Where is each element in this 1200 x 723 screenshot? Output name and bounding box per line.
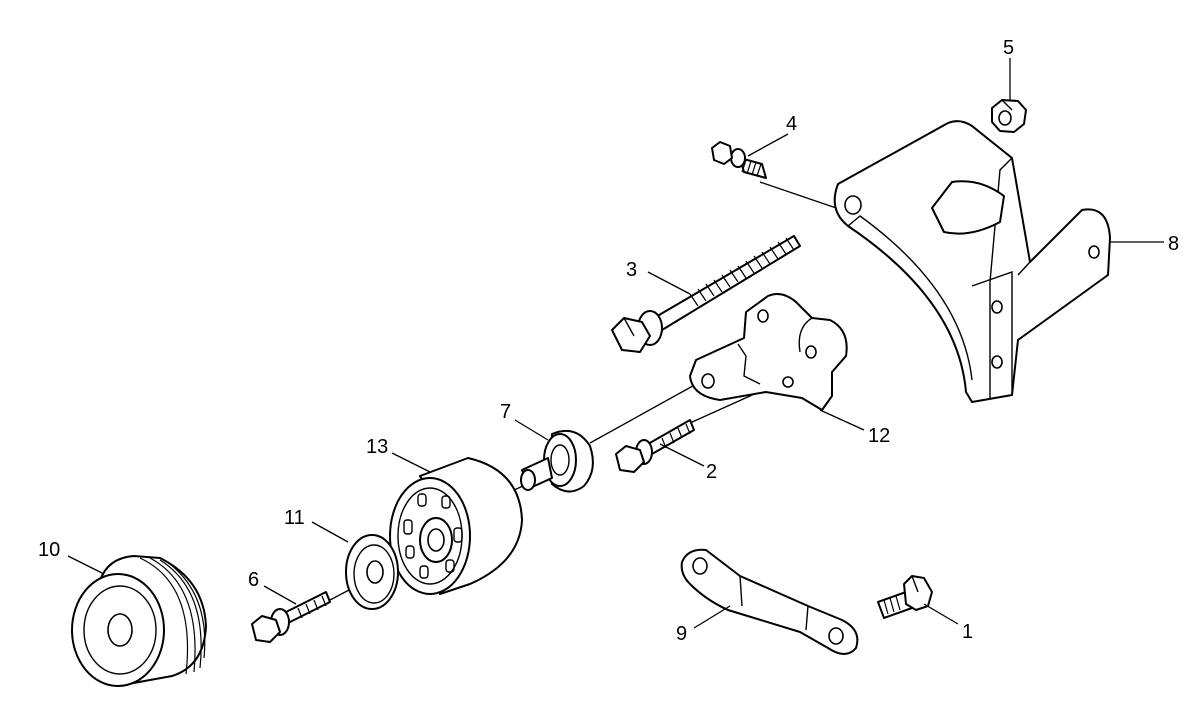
callout-3: 3 [626,259,637,281]
leader-lines [67,58,1164,629]
hex-nut [991,99,1027,133]
callout-6: 6 [248,569,259,591]
mounting-bracket [833,120,1111,403]
callout-4: 4 [786,113,797,135]
medium-bolt [615,419,695,473]
callout-2: 2 [706,461,717,483]
callout-1: 1 [962,621,973,643]
washer [345,534,399,610]
idler-stub-shaft [520,430,594,493]
callout-12: 12 [868,425,890,447]
callout-8: 8 [1168,233,1179,255]
callout-10: 10 [38,539,60,561]
small-bolt-with-washer [711,141,767,179]
callout-5: 5 [1003,37,1014,59]
grooved-pulley [71,555,207,687]
callout-7: 7 [500,401,511,423]
link-arm [680,548,859,655]
callout-9: 9 [676,623,687,645]
tensioner-body [689,293,848,411]
axis-line-idler-tensioner [589,381,701,444]
idler-roller [389,457,523,595]
axis-line-bracket-bolt [759,181,849,213]
link-bolt [877,575,933,619]
long-bolt [611,235,801,353]
idler-bolt [251,591,331,643]
callout-11: 11 [284,507,305,529]
callout-13: 13 [366,436,388,458]
